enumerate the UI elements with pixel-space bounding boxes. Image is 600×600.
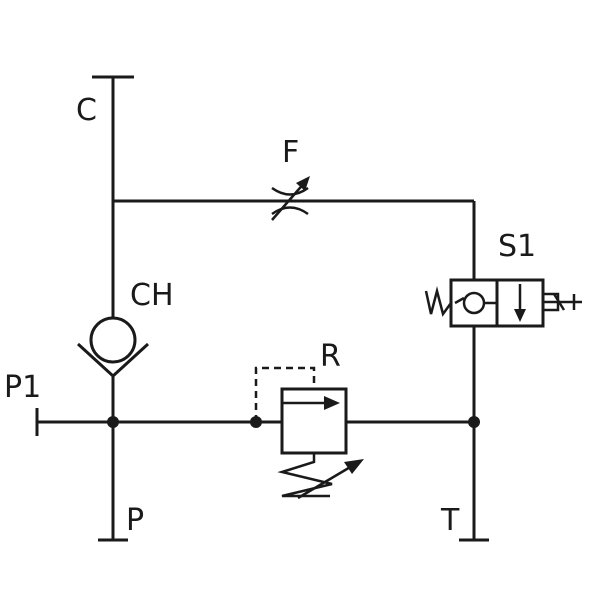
port-p1-line [35, 408, 474, 436]
label-throttle-f: F [282, 135, 299, 170]
label-port-c: C [76, 93, 97, 128]
check-valve-ch [76, 316, 150, 542]
label-port-p: P [126, 503, 144, 538]
solenoid-valve-s1 [424, 278, 582, 542]
label-relief-valve-r: R [320, 339, 341, 374]
throttle-line [113, 199, 476, 280]
label-check-valve-ch: CH [130, 278, 174, 313]
label-port-t: T [440, 503, 460, 538]
port-c-line [92, 75, 134, 318]
junction-dot-p [107, 416, 119, 428]
relief-valve-r [254, 366, 364, 500]
label-solenoid-s1: S1 [498, 229, 536, 264]
label-port-p1: P1 [4, 370, 41, 405]
adjustable-throttle-valve-f [271, 176, 310, 221]
